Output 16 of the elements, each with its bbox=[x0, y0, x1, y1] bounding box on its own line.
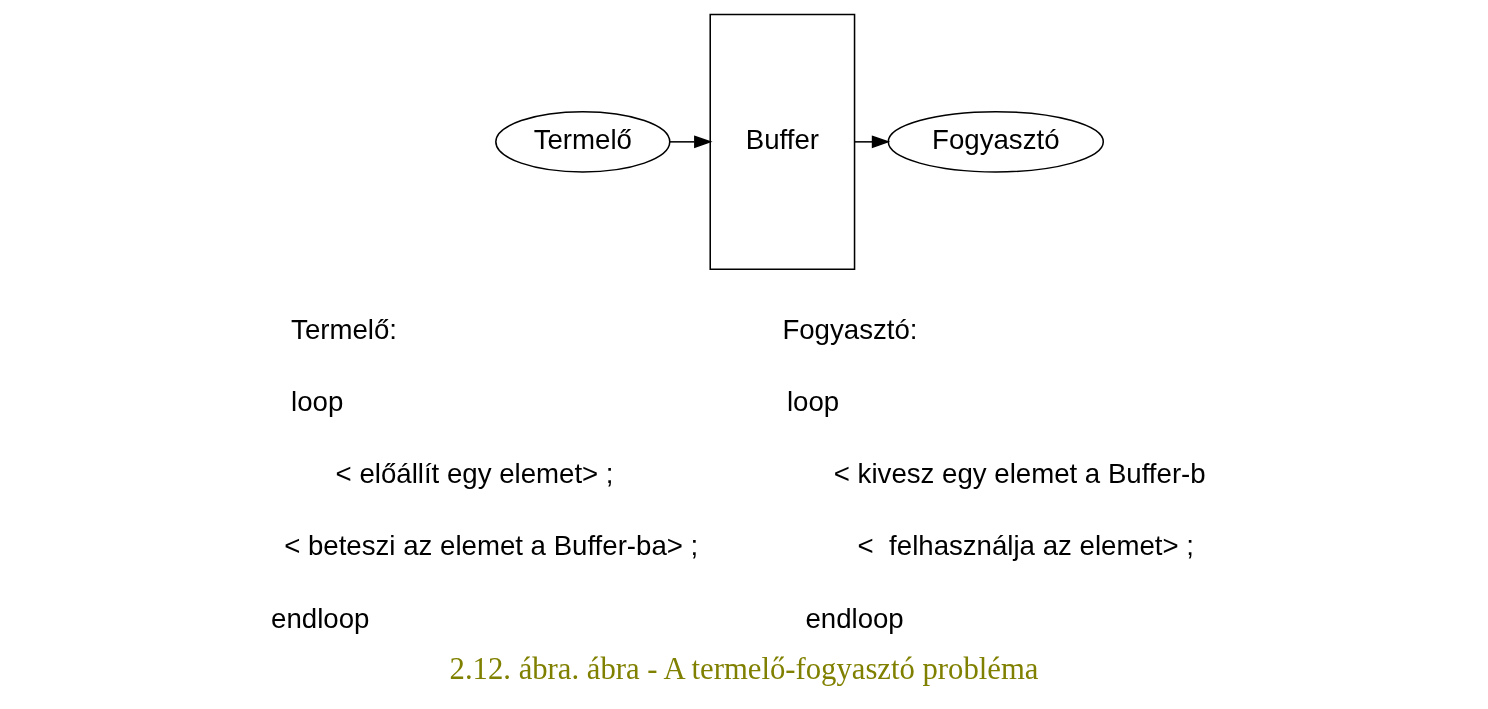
node-box: Buffer bbox=[709, 13, 856, 271]
label: < előállít egy elemet> ; bbox=[335, 458, 614, 490]
label: endloop bbox=[271, 602, 370, 634]
label: < beteszi az elemet a Buffer-ba> ; bbox=[284, 530, 699, 562]
node-ellipse: Termelő bbox=[495, 111, 671, 173]
label: loop bbox=[291, 386, 344, 418]
node-ellipse: Fogyasztó bbox=[887, 111, 1105, 173]
label: loop bbox=[786, 386, 840, 418]
label: endloop bbox=[805, 602, 904, 634]
label: < kivesz egy elemet a Buffer-b bbox=[833, 458, 1206, 490]
arrow bbox=[854, 135, 891, 149]
label: Termelő: bbox=[291, 313, 398, 345]
arrow bbox=[668, 135, 713, 149]
label: < felhasználja az elemet> ; bbox=[857, 530, 1194, 562]
caption: 2.12. ábra. ábra - A termelő-fogyasztó probléma bbox=[449, 652, 1039, 687]
label: Fogyasztó: bbox=[782, 313, 918, 345]
